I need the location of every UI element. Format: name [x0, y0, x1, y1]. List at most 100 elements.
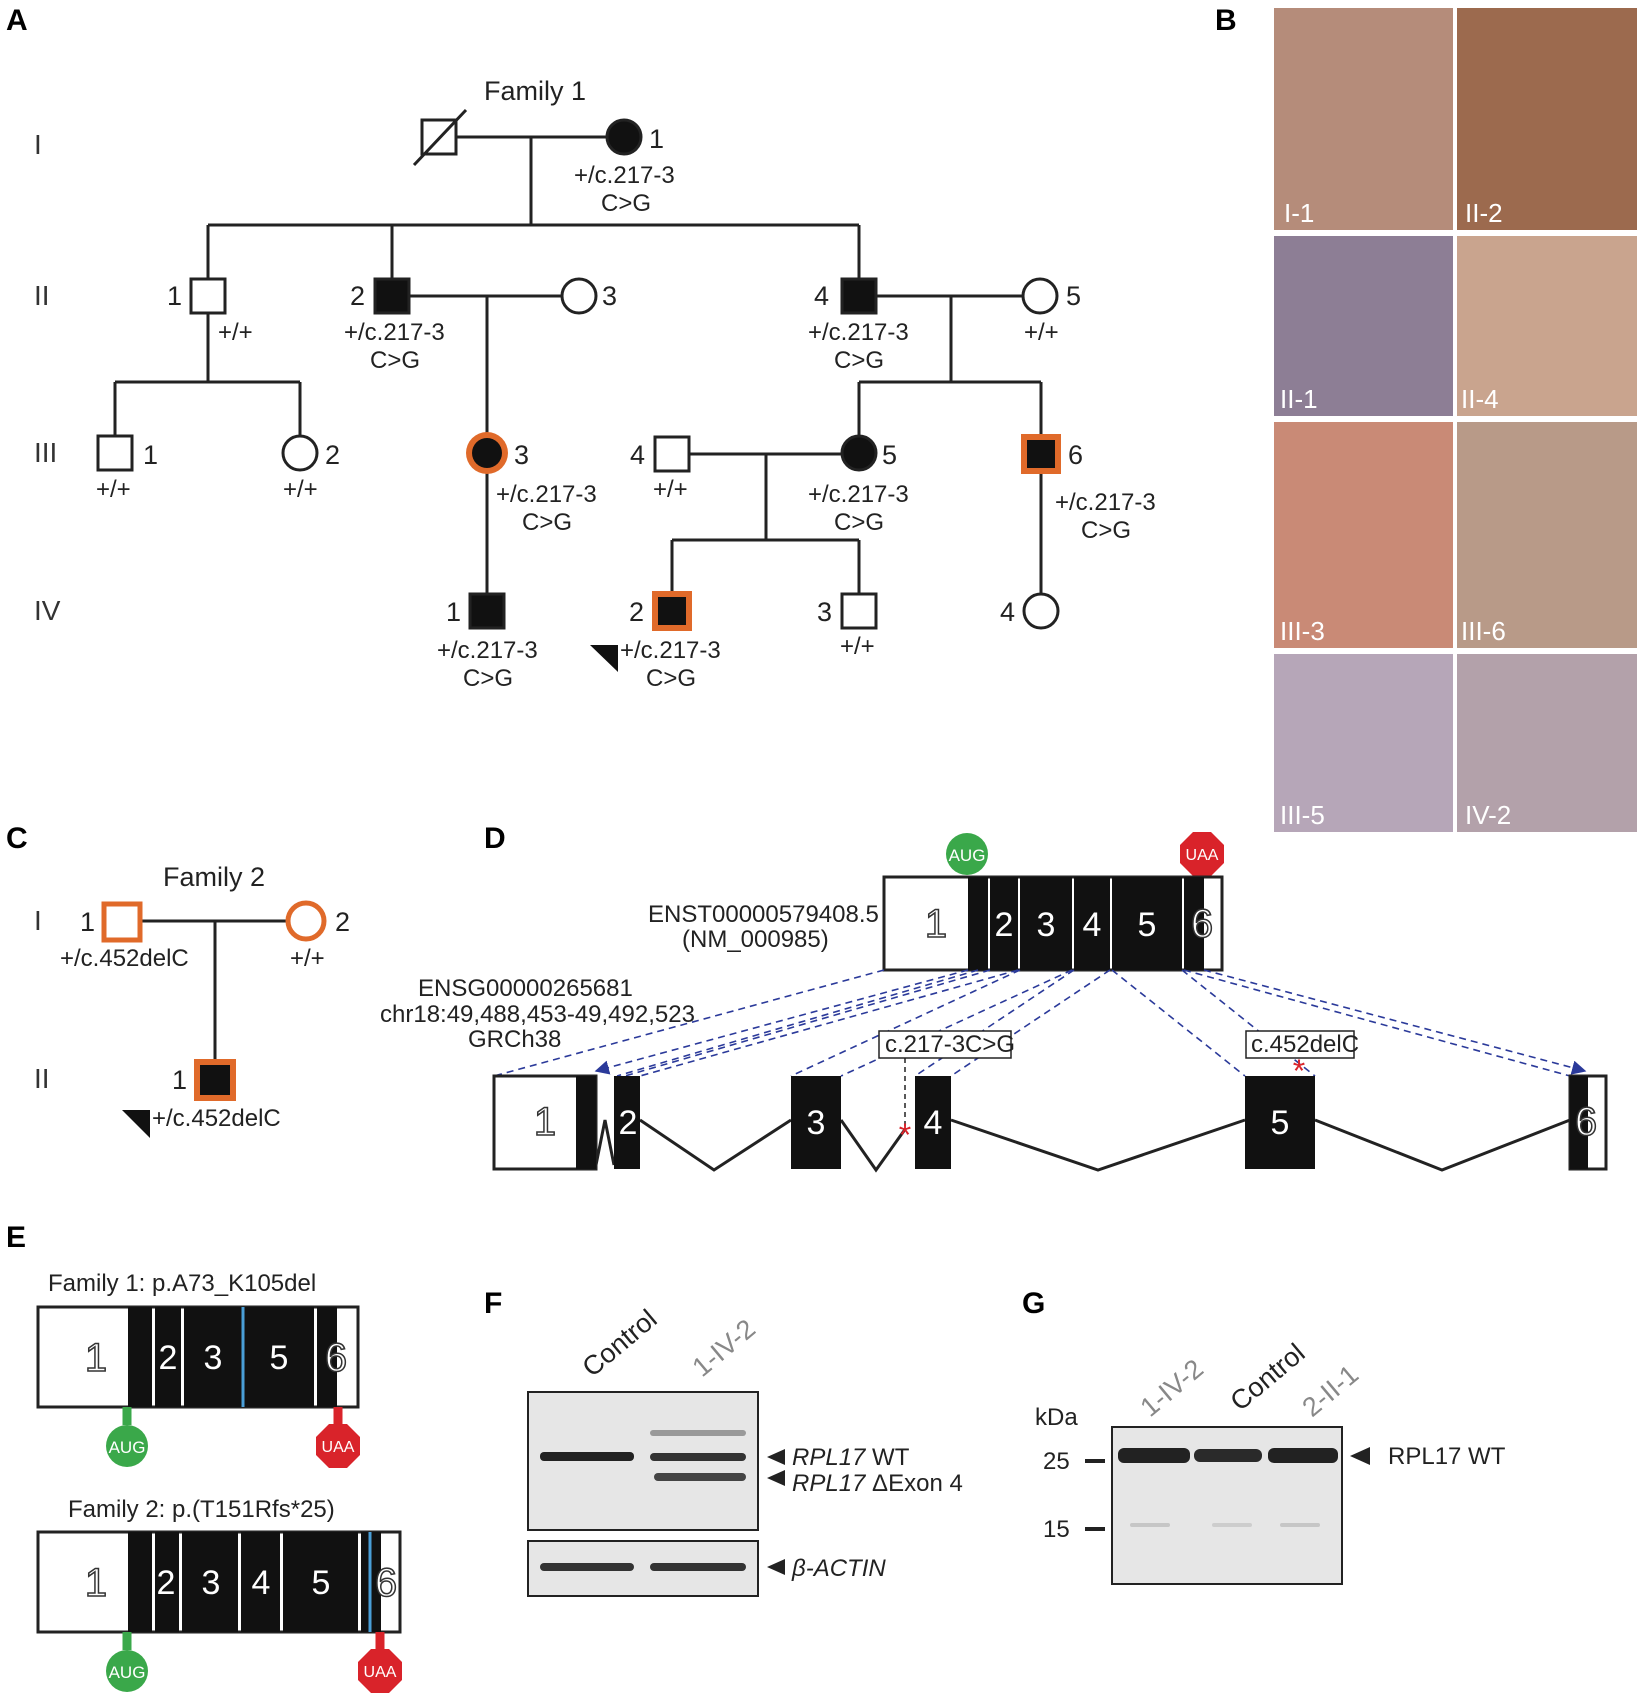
uaa-label-e2: UAA [364, 1664, 397, 1681]
individual-IV-1: 1 +/c.217-3 C>G [437, 592, 538, 692]
gen-label-IV: IV [34, 595, 61, 626]
individual-I-1-female-affected: 1 +/c.217-3 C>G [574, 118, 675, 217]
panel-label-a: A [6, 4, 28, 37]
number-IV1: 1 [446, 597, 461, 627]
band-g-lane3 [1268, 1448, 1338, 1463]
panel-a: A Family 1 I II III IV [6, 4, 1156, 692]
start-codon-icon [106, 1650, 148, 1692]
number-IV4: 4 [1000, 597, 1015, 627]
individual-III-3: 3 +/c.217-3 C>G [466, 432, 597, 536]
lane-label-1-IV-2-f: 1-IV-2 [687, 1313, 761, 1382]
photo-label-I-1: I-1 [1284, 198, 1314, 228]
genotype-I1-b: C>G [601, 190, 651, 217]
proband-arrow-icon [590, 645, 618, 672]
transcript-id: ENST00000579408.5 [648, 901, 879, 928]
photo-label-III-6: III-6 [1461, 616, 1506, 646]
marker-25: 25 [1043, 1448, 1070, 1475]
band-label-del: RPL17 ΔExon 4 [792, 1470, 963, 1497]
gen-label-II: II [34, 280, 50, 311]
gene-exon-1: 1 [534, 1100, 556, 1144]
number-III1: 1 [143, 440, 158, 470]
individual-f2-I-2: 2 +/+ [285, 900, 350, 972]
panel-f: F Control 1-IV-2 RPL17 WT RPL17 ΔExon 4 … [484, 1287, 963, 1597]
gene-exon-6: 6 [1575, 1100, 1597, 1144]
lane-label-1-IV-2-g: 1-IV-2 [1135, 1353, 1209, 1422]
number-f2-II1: 1 [172, 1065, 187, 1095]
lane-label-control-g: Control [1225, 1338, 1311, 1417]
uaa-label-e1: UAA [322, 1439, 355, 1456]
photo-label-II-1: II-1 [1280, 384, 1318, 414]
individual-f2-II-1-proband: 1 +/c.452delC [122, 1059, 281, 1138]
lane-label-control-f: Control [577, 1304, 663, 1383]
hand-photo-III-5: III-5 [1274, 654, 1453, 832]
hand-photo-IV-2: IV-2 [1457, 654, 1637, 832]
band-g-lane2 [1194, 1449, 1262, 1462]
genotype-III3-a: +/c.217-3 [496, 481, 597, 508]
genotype-II1: +/+ [218, 319, 253, 346]
band-control-wt [540, 1452, 634, 1461]
number-IV2: 2 [629, 597, 644, 627]
gene-exon-3: 3 [807, 1104, 826, 1142]
band-label-del-gene: RPL17 [792, 1470, 867, 1497]
genotype-IV3: +/+ [840, 633, 875, 660]
family1-protein-title: Family 1: p.A73_K105del [48, 1270, 316, 1297]
panel-g: G 1-IV-2 Control 2-II-1 kDa 25 15 RPL17 … [1022, 1287, 1506, 1585]
number-II3: 3 [602, 281, 617, 311]
e1-exon-3: 3 [204, 1339, 223, 1377]
number-IV3: 3 [817, 597, 832, 627]
hand-photo-image-III-5 [1274, 654, 1453, 832]
uaa-label-d: UAA [1186, 847, 1219, 864]
band-label-wt-suffix: WT [865, 1444, 909, 1471]
stop-codon-icon [358, 1649, 402, 1693]
arrow-icon [1350, 1447, 1370, 1465]
number-f2-I1: 1 [80, 907, 95, 937]
photo-label-III-3: III-3 [1280, 616, 1325, 646]
individual-III-2: 2 +/+ [281, 434, 340, 503]
photo-label-IV-2: IV-2 [1465, 800, 1511, 830]
genotype-III5-a: +/c.217-3 [808, 481, 909, 508]
hand-photo-image-I-1 [1274, 8, 1453, 230]
number-III2: 2 [325, 440, 340, 470]
mrna-exon-2: 2 [995, 906, 1014, 944]
start-codon-icon [946, 833, 988, 875]
hand-photo-image-II-4 [1457, 236, 1637, 416]
panel-b: B I-1 II-2 II-1 II-4 III-3 [1215, 4, 1637, 832]
stop-codon-icon [1180, 832, 1224, 876]
genotype-II2-a: +/c.217-3 [344, 319, 445, 346]
e1-exon-2: 2 [159, 1339, 178, 1377]
genotype-III3-b: C>G [522, 509, 572, 536]
individual-III-5: 5 +/c.217-3 C>G [808, 434, 909, 536]
mrna-exon-4: 4 [1083, 906, 1102, 944]
number-f2-I2: 2 [335, 907, 350, 937]
gene-id: ENSG00000265681 [418, 975, 633, 1002]
band-label-rpl17-g: RPL17 WT [1388, 1443, 1506, 1470]
hand-photo-II-4: II-4 [1457, 236, 1637, 416]
genotype-f2-I1: +/c.452delC [60, 945, 189, 972]
hand-photo-I-1: I-1 [1274, 8, 1453, 230]
individual-II-1: 1 +/+ [167, 277, 253, 346]
band-g-lane1 [1118, 1448, 1190, 1463]
e2-exon-5: 5 [312, 1564, 331, 1602]
e1-exon-5: 5 [270, 1339, 289, 1377]
start-codon-icon [106, 1425, 148, 1467]
gen-label-c-I: I [34, 905, 42, 936]
genotype-II2-b: C>G [370, 347, 420, 374]
mrna-exon-3: 3 [1037, 906, 1056, 944]
genotype-III1: +/+ [96, 476, 131, 503]
band-control-actin [540, 1563, 634, 1571]
family2-protein-title: Family 2: p.(T151Rfs*25) [68, 1496, 335, 1523]
panel-label-g: G [1022, 1287, 1045, 1320]
faint-band-g-3 [1280, 1523, 1320, 1527]
genotype-I1-a: +/c.217-3 [574, 162, 675, 189]
hand-photo-II-1: II-1 [1274, 236, 1453, 416]
number-III6: 6 [1068, 440, 1083, 470]
gene-exon-2: 2 [619, 1104, 638, 1142]
mutation-star-icon: * [1293, 1053, 1305, 1089]
photo-label-II-2: II-2 [1465, 198, 1503, 228]
e2-exon-1: 1 [85, 1561, 107, 1605]
band-patient-actin [650, 1563, 746, 1571]
panel-e: E Family 1: p.A73_K105del 1 2 3 5 6 AUG … [6, 1221, 402, 1693]
e2-exon-2: 2 [157, 1564, 176, 1602]
mutation-star-icon: * [899, 1117, 911, 1153]
family2-title: Family 2 [163, 862, 265, 892]
